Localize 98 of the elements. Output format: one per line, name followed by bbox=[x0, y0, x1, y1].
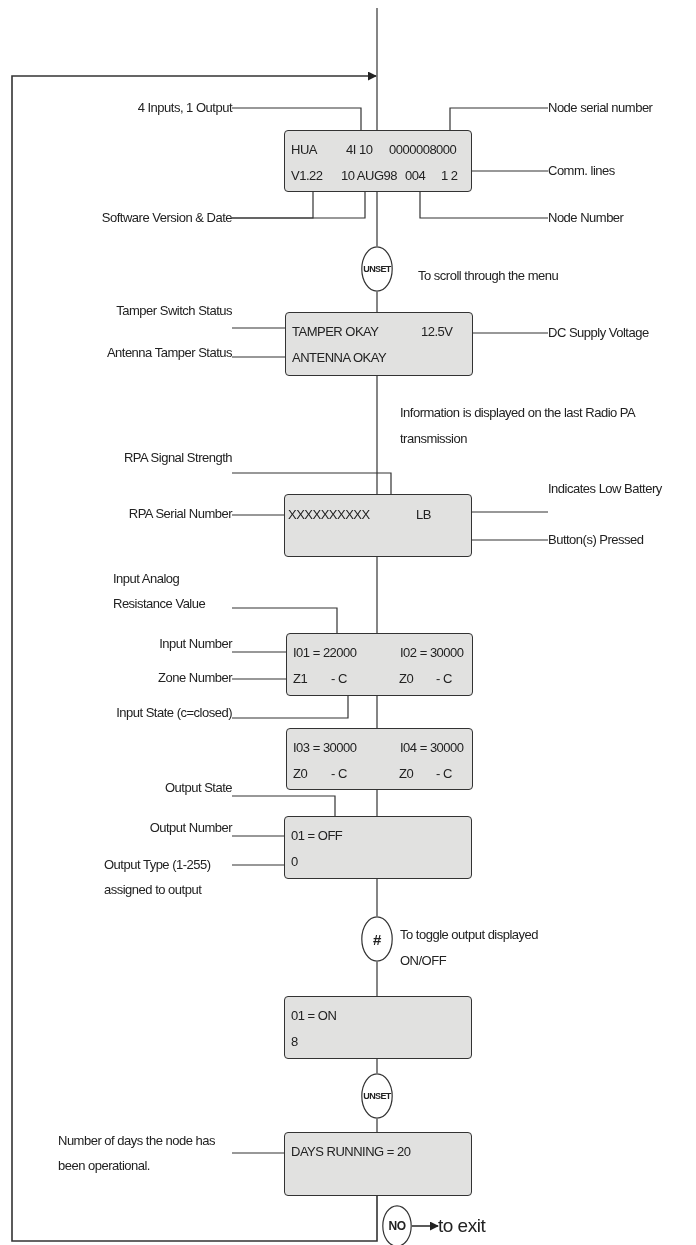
leader-line bbox=[231, 327, 286, 329]
callout-text: Input State (c=closed) bbox=[40, 705, 232, 723]
lcd-display-box bbox=[286, 728, 473, 790]
leader-line bbox=[231, 695, 349, 719]
leader-line bbox=[471, 539, 549, 541]
leader-line bbox=[231, 864, 285, 866]
display-text: - C bbox=[436, 670, 452, 687]
callout-text: Node serial number bbox=[548, 100, 688, 116]
key-button: # bbox=[361, 916, 393, 962]
leader-line bbox=[231, 107, 362, 131]
display-text: 1 2 bbox=[441, 167, 458, 184]
leader-line bbox=[231, 472, 392, 495]
leader-line bbox=[231, 678, 287, 680]
display-text: I03 = 30000 bbox=[293, 739, 357, 756]
leader-line bbox=[231, 651, 287, 653]
leader-line bbox=[231, 1152, 285, 1154]
display-text: ANTENNA OKAY bbox=[292, 349, 387, 366]
display-text: - C bbox=[331, 670, 347, 687]
display-text: Z0 bbox=[399, 765, 414, 782]
lcd-display-box bbox=[285, 312, 473, 376]
connector-line bbox=[376, 878, 378, 917]
lcd-display-box bbox=[284, 1132, 472, 1196]
display-text: 12.5V bbox=[421, 323, 453, 340]
leader-line bbox=[231, 356, 286, 358]
exit-text: to exit bbox=[438, 1213, 508, 1239]
key-button: NO bbox=[382, 1205, 412, 1245]
connector-line bbox=[376, 191, 378, 247]
connector-line bbox=[376, 789, 378, 817]
annotation-text: To toggle output displayed ON/OFF bbox=[400, 926, 540, 970]
leader-line bbox=[231, 795, 336, 817]
display-text: TAMPER OKAY bbox=[292, 323, 379, 340]
display-text: 0000008000 bbox=[389, 141, 457, 158]
display-text: 4I 10 bbox=[346, 141, 373, 158]
leader-line bbox=[231, 514, 285, 516]
display-text: I01 = 22000 bbox=[293, 644, 357, 661]
callout-text: Input Number bbox=[40, 636, 232, 656]
callout-text: Comm. lines bbox=[548, 163, 688, 179]
lcd-display-box bbox=[284, 494, 472, 557]
callout-text: Tamper Switch Status bbox=[40, 303, 232, 331]
connector-line bbox=[376, 7, 378, 131]
lcd-display-box bbox=[286, 633, 473, 696]
leader-line bbox=[471, 170, 549, 172]
display-text: - C bbox=[331, 765, 347, 782]
leader-line bbox=[231, 835, 285, 837]
display-text: I02 = 30000 bbox=[400, 644, 464, 661]
display-text: I04 = 30000 bbox=[400, 739, 464, 756]
display-text: 8 bbox=[291, 1033, 298, 1050]
note-text: Information is displayed on the last Radio PA transmission bbox=[400, 404, 637, 448]
callout-text: RPA Serial Number bbox=[40, 506, 232, 522]
leader-line bbox=[231, 607, 338, 634]
key-button: UNSET bbox=[361, 1073, 393, 1119]
display-text: Z0 bbox=[399, 670, 414, 687]
leader-line bbox=[471, 511, 549, 513]
connector-line bbox=[376, 1118, 378, 1133]
connector-line bbox=[376, 291, 378, 313]
callout-text: Software Version & Date bbox=[20, 210, 232, 226]
arrow bbox=[411, 1221, 439, 1231]
callout-text: DC Supply Voltage bbox=[548, 325, 688, 341]
lcd-display-box bbox=[284, 996, 472, 1059]
display-text: 01 = ON bbox=[291, 1007, 337, 1024]
key-button: UNSET bbox=[361, 246, 393, 292]
display-text: - C bbox=[436, 765, 452, 782]
callout-text: Antenna Tamper Status bbox=[40, 345, 232, 361]
display-text: 0 bbox=[291, 853, 298, 870]
leader-line bbox=[449, 107, 549, 131]
display-text: 01 = OFF bbox=[291, 827, 343, 844]
leader-line bbox=[231, 191, 366, 219]
display-text: Z1 bbox=[293, 670, 308, 687]
callout-text: Node Number bbox=[548, 210, 688, 226]
callout-text: 4 Inputs, 1 Output bbox=[40, 100, 232, 116]
callout-text: Indicates Low Battery bbox=[548, 481, 696, 515]
connector-line bbox=[376, 556, 378, 634]
annotation-text: To scroll through the menu bbox=[418, 267, 560, 285]
callout-text: Output Type (1-255) assigned to output bbox=[104, 852, 232, 927]
display-text: 10 AUG98 bbox=[341, 167, 397, 184]
display-text: XXXXXXXXXX bbox=[288, 506, 370, 523]
connector-line bbox=[376, 375, 378, 495]
callout-text: Zone Number bbox=[40, 670, 232, 686]
connector-line bbox=[376, 961, 378, 997]
display-text: LB bbox=[416, 506, 431, 523]
callout-text: Output State bbox=[40, 780, 232, 798]
leader-line bbox=[419, 191, 549, 219]
display-text: 004 bbox=[405, 167, 426, 184]
display-text: V1.22 bbox=[291, 167, 323, 184]
leader-line bbox=[472, 332, 549, 334]
callout-text: Number of days the node has been operational. bbox=[58, 1128, 232, 1182]
callout-text: Input Analog Resistance Value bbox=[113, 566, 232, 618]
display-text: DAYS RUNNING = 20 bbox=[291, 1143, 411, 1160]
lcd-display-box bbox=[284, 816, 472, 879]
display-text: Z0 bbox=[293, 765, 308, 782]
connector-line bbox=[376, 695, 378, 729]
callout-text: RPA Signal Strength bbox=[40, 450, 232, 476]
lcd-display-box bbox=[284, 130, 472, 192]
return-arrow bbox=[11, 71, 378, 1242]
callout-text: Output Number bbox=[40, 820, 232, 838]
display-text: HUA bbox=[291, 141, 317, 158]
connector-line bbox=[376, 1058, 378, 1074]
callout-text: Button(s) Pressed bbox=[548, 532, 688, 548]
